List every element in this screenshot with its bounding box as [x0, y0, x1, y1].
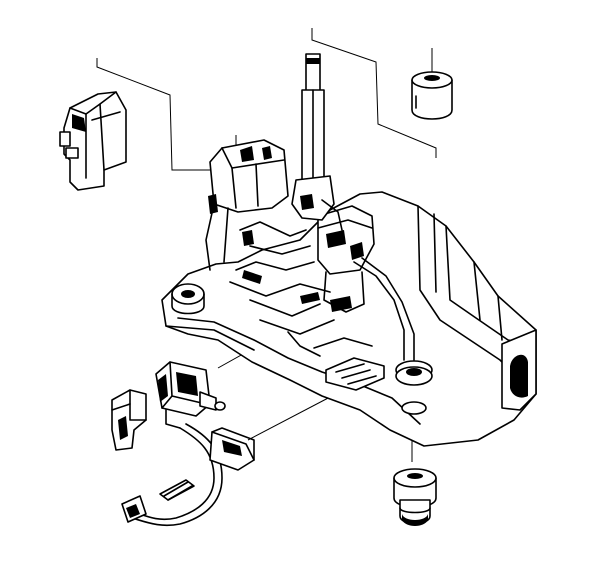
wire-harness-connector: [121, 423, 255, 527]
solenoid-assembly: [155, 361, 226, 429]
leader-connector: [247, 395, 333, 441]
upper-bushing: [411, 71, 453, 120]
shift-knob-cover: [59, 91, 127, 191]
shift-lever-shaft: [291, 53, 343, 231]
leader-shaft: [311, 28, 437, 158]
lower-grommet: [393, 468, 437, 526]
shifter-base-housing: [161, 139, 537, 447]
leader-knob-cover: [96, 58, 225, 171]
mounting-clip: [111, 389, 147, 451]
